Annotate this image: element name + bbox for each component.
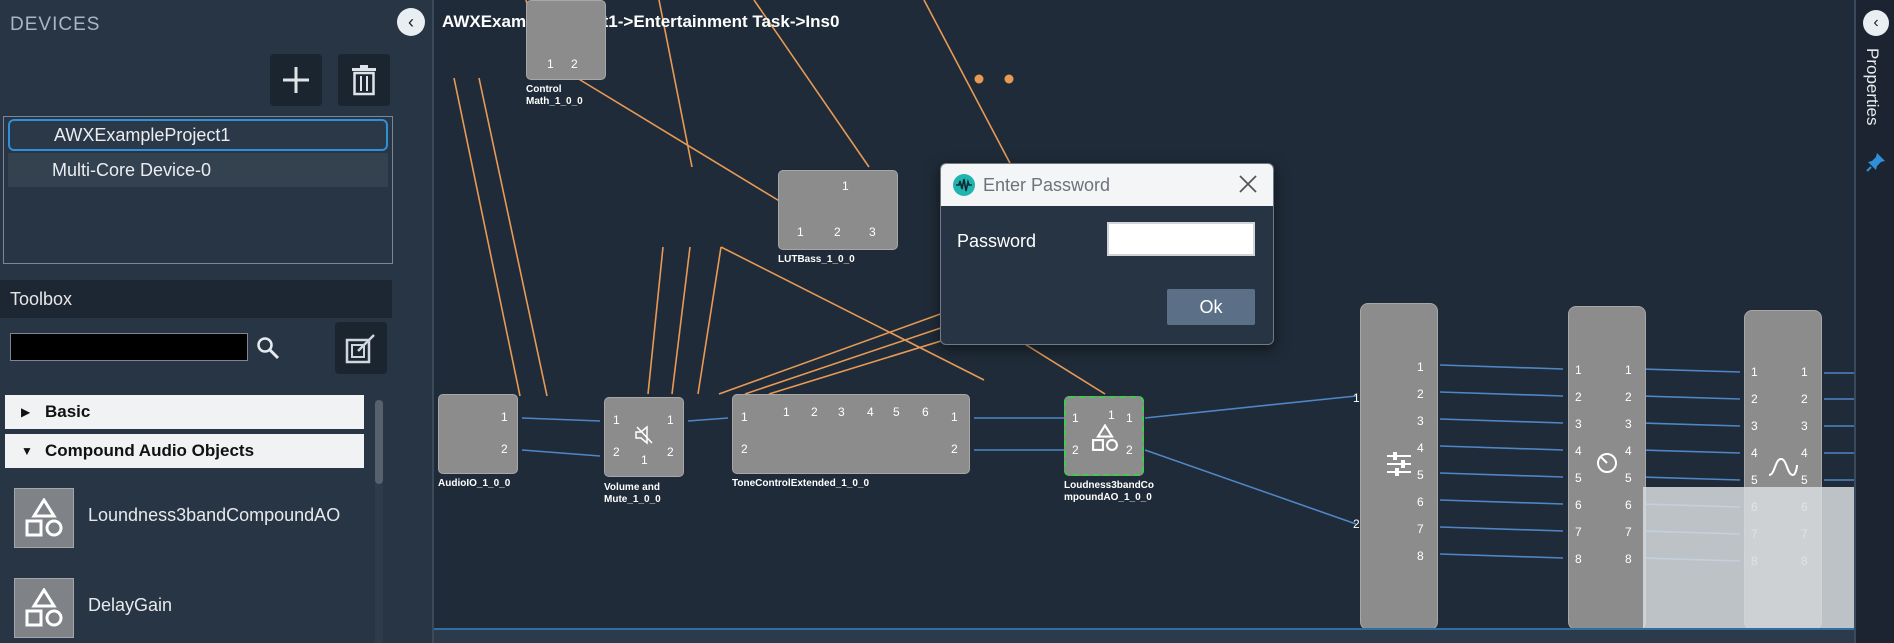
- block-mixer[interactable]: 1 2 1 2 3 4 5 6 7 8: [1353, 303, 1438, 630]
- add-device-button[interactable]: [270, 54, 322, 106]
- devices-panel: DEVICES ‹ AWXExampleProject1 Multi-Core …: [0, 0, 434, 643]
- device-item[interactable]: AWXExampleProject1: [8, 119, 388, 151]
- password-label: Password: [957, 231, 1037, 251]
- plus-icon: [283, 67, 309, 93]
- ok-button[interactable]: Ok: [1167, 289, 1255, 325]
- dialog-title: Enter Password: [983, 175, 1111, 195]
- canvas-bottom-bar: [434, 628, 1854, 643]
- minimap-preview[interactable]: [1643, 487, 1854, 628]
- tool-item-loundness3band[interactable]: Loundness3bandCompoundAO: [14, 488, 340, 548]
- close-icon[interactable]: [1237, 173, 1259, 195]
- dial-icon: [1597, 453, 1617, 473]
- dialog-titlebar: Enter Password: [941, 164, 1273, 206]
- block-audioio[interactable]: 1 2: [438, 394, 518, 474]
- toolbox-scrollbar-thumb[interactable]: [375, 400, 383, 484]
- delete-device-button[interactable]: [338, 54, 390, 106]
- wire-layer: [453, 0, 1854, 562]
- import-icon: [345, 334, 375, 364]
- category-basic[interactable]: ▶ Basic: [5, 395, 364, 429]
- chevron-left-icon: ‹: [408, 12, 414, 32]
- app-logo-icon: [953, 174, 975, 196]
- block-control-math[interactable]: 1 2: [526, 0, 606, 80]
- pin-icon[interactable]: [1866, 152, 1886, 172]
- block-dial[interactable]: 1 2 3 4 5 6 7 8 1 2 3 4 5 6 7 8: [1568, 306, 1646, 630]
- block-label: AudioIO_1_0_0: [438, 478, 511, 489]
- category-label: Basic: [45, 402, 91, 421]
- block-volume-mute[interactable]: 1 2 1 2 1: [604, 397, 684, 477]
- block-label: ToneControlExtended_1_0_0: [732, 478, 870, 489]
- waveform-icon: [1768, 457, 1798, 477]
- properties-tab[interactable]: Properties: [1863, 48, 1882, 126]
- caret-right-icon: ▶: [21, 405, 31, 419]
- properties-strip: ‹ Properties: [1854, 0, 1894, 643]
- shapes-icon: [1092, 424, 1118, 451]
- category-label: Compound Audio Objects: [45, 441, 255, 460]
- breadcrumb: AWXExampleProject1->Entertainment Task->…: [442, 12, 840, 31]
- trash-icon: [352, 65, 376, 96]
- search-icon[interactable]: [256, 336, 280, 360]
- toolbox-scrollbar-track[interactable]: [375, 400, 383, 643]
- tool-item-label: DelayGain: [88, 595, 173, 615]
- password-field[interactable]: [1107, 222, 1255, 256]
- block-label: LUTBass_1_0_0: [778, 254, 855, 265]
- category-compound-audio-objects[interactable]: ▼ Compound Audio Objects: [5, 434, 364, 468]
- device-list: AWXExampleProject1 Multi-Core Device-0: [3, 116, 393, 264]
- pin-dot[interactable]: [1004, 74, 1014, 84]
- chevron-left-icon: ‹: [1873, 14, 1879, 31]
- tool-item-delaygain[interactable]: DelayGain: [14, 578, 334, 638]
- devices-title: DEVICES: [10, 14, 101, 35]
- shapes-icon: [14, 488, 74, 548]
- shapes-icon: [14, 578, 74, 638]
- toolbox-title: Toolbox: [0, 280, 392, 318]
- block-loudness[interactable]: 1 2 1 2 1: [1064, 396, 1144, 476]
- mixer-sliders-icon: [1387, 452, 1411, 476]
- block-label: Loudness3bandCo mpoundAO_1_0_0: [1064, 480, 1155, 503]
- device-item[interactable]: Multi-Core Device-0: [8, 153, 388, 187]
- pin-dot[interactable]: [974, 74, 984, 84]
- collapse-right-panel-button[interactable]: ‹: [1863, 10, 1889, 36]
- enter-password-dialog: Enter Password Password Ok: [940, 163, 1274, 345]
- collapse-left-panel-button[interactable]: ‹: [397, 8, 425, 36]
- block-tonecontrol[interactable]: 1 2 1 2 3 4 5 6 1 2: [732, 394, 970, 474]
- block-label: Control Math_1_0_0: [526, 84, 583, 107]
- tool-item-label: Loundness3bandCompoundAO: [88, 505, 341, 525]
- toolbox-search-input[interactable]: [10, 333, 248, 361]
- import-button[interactable]: [335, 322, 387, 374]
- block-lutbass[interactable]: 1 1 2 3: [778, 170, 898, 250]
- caret-down-icon: ▼: [21, 444, 33, 458]
- mute-icon: [635, 425, 653, 445]
- block-label: Volume and Mute_1_0_0: [604, 482, 661, 505]
